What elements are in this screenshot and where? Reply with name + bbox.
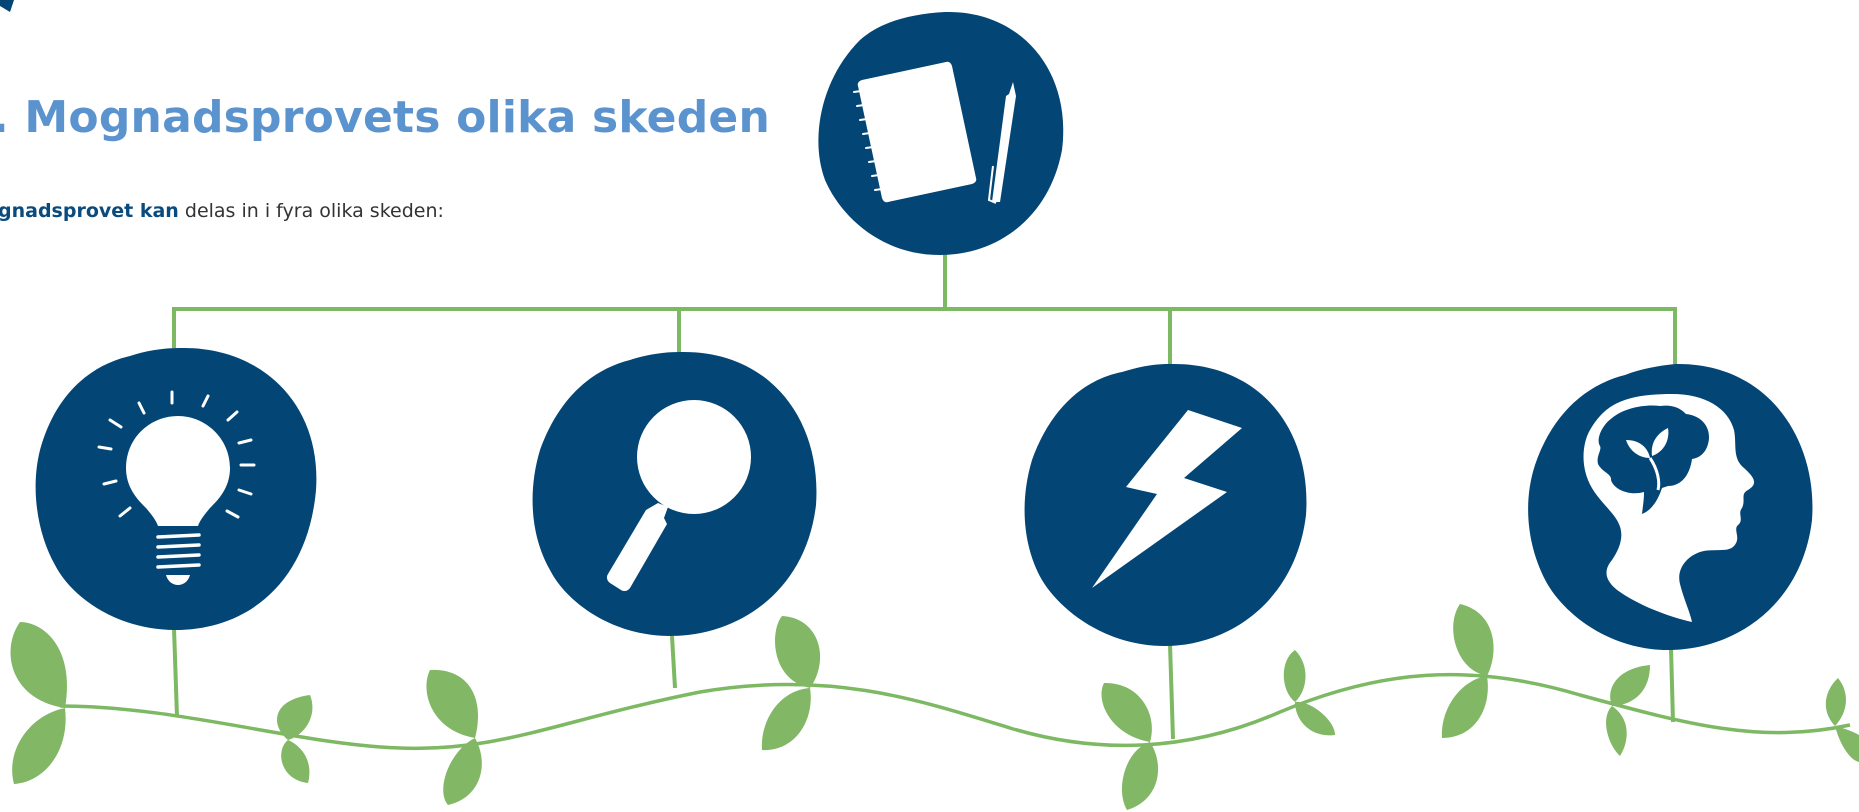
stage-2-circle bbox=[532, 351, 817, 636]
lightbulb-icon bbox=[97, 390, 256, 585]
intro-text: gnadsprovet kan delas in i fyra olika sk… bbox=[0, 200, 444, 222]
notebook-pencil-icon bbox=[853, 61, 1016, 204]
stage-3-circle bbox=[1024, 363, 1307, 646]
root-stage-circle bbox=[818, 11, 1064, 256]
magnifier-icon bbox=[606, 400, 751, 592]
stage-1-circle bbox=[35, 347, 317, 630]
intro-bold-text: gnadsprovet kan bbox=[0, 200, 179, 222]
vine-leaves bbox=[10, 604, 1859, 810]
stage-4-circle bbox=[1528, 363, 1813, 650]
intro-rest-text: delas in i fyra olika skeden: bbox=[178, 200, 444, 222]
corner-logo-fragment bbox=[0, 0, 14, 12]
lightning-bolt-icon bbox=[1092, 410, 1242, 588]
brain-head-icon bbox=[1583, 394, 1755, 622]
connector-lines bbox=[172, 254, 1677, 740]
vine-line bbox=[59, 672, 1851, 751]
page-title: . Mognadsprovets olika skeden bbox=[0, 92, 770, 143]
